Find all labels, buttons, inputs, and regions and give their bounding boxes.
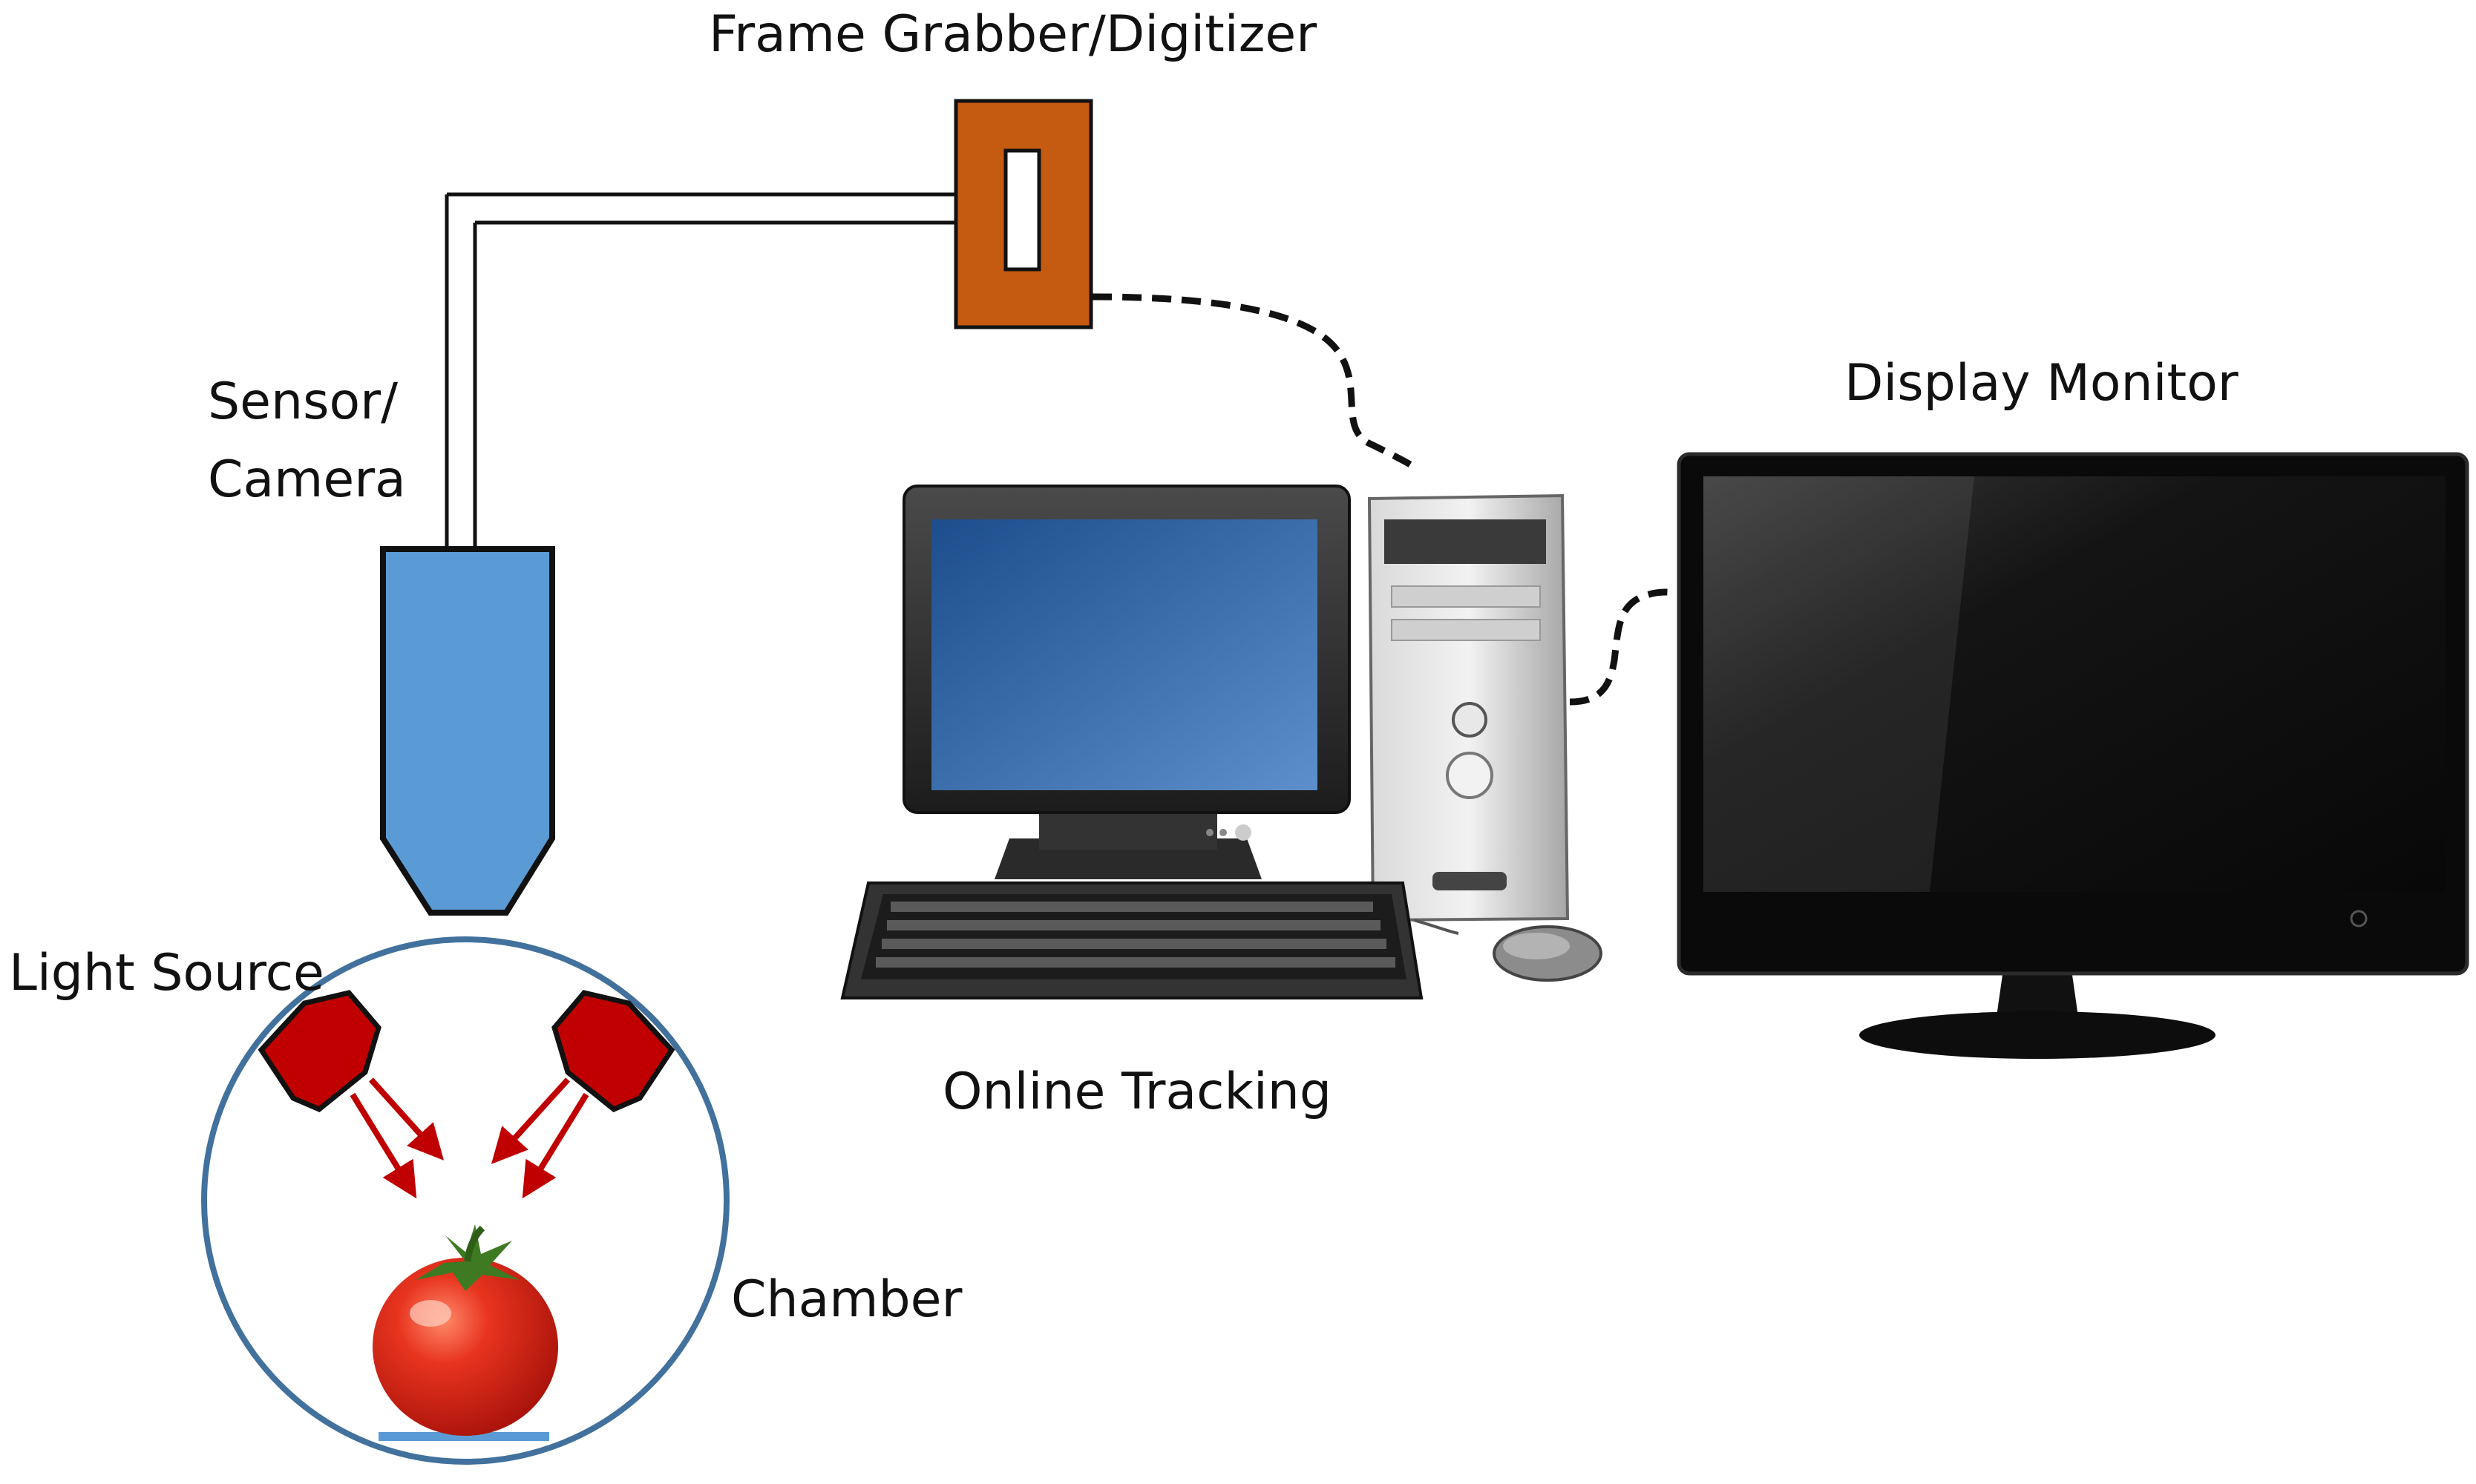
light-rays — [350, 1077, 589, 1199]
sensor-label-line2: Camera — [208, 450, 406, 509]
camera-icon — [380, 546, 555, 916]
camera-cable — [445, 192, 956, 553]
pc-tower-icon — [1367, 493, 1570, 922]
pc-to-display-cable — [1569, 588, 1680, 706]
online-tracking-label: Online Tracking — [943, 1063, 1332, 1121]
chamber-label: Chamber — [731, 1270, 963, 1329]
frame-grabber-icon — [954, 99, 1093, 329]
sensor-label-line1: Sensor/ — [208, 372, 398, 431]
light-source-label: Light Source — [9, 944, 324, 1002]
tomato-icon — [373, 1224, 558, 1436]
chamber — [201, 936, 730, 1465]
display-monitor-label: Display Monitor — [1844, 354, 2238, 413]
frame-grabber-label: Frame Grabber/Digitizer — [709, 5, 1317, 64]
crt-monitor-icon — [903, 485, 1351, 879]
light-source-icon — [258, 990, 675, 1113]
keyboard-icon — [840, 881, 1424, 999]
lcd-monitor-icon — [1677, 452, 2469, 1059]
mouse-icon — [1413, 919, 1602, 982]
grabber-to-pc-cable — [1092, 293, 1412, 467]
